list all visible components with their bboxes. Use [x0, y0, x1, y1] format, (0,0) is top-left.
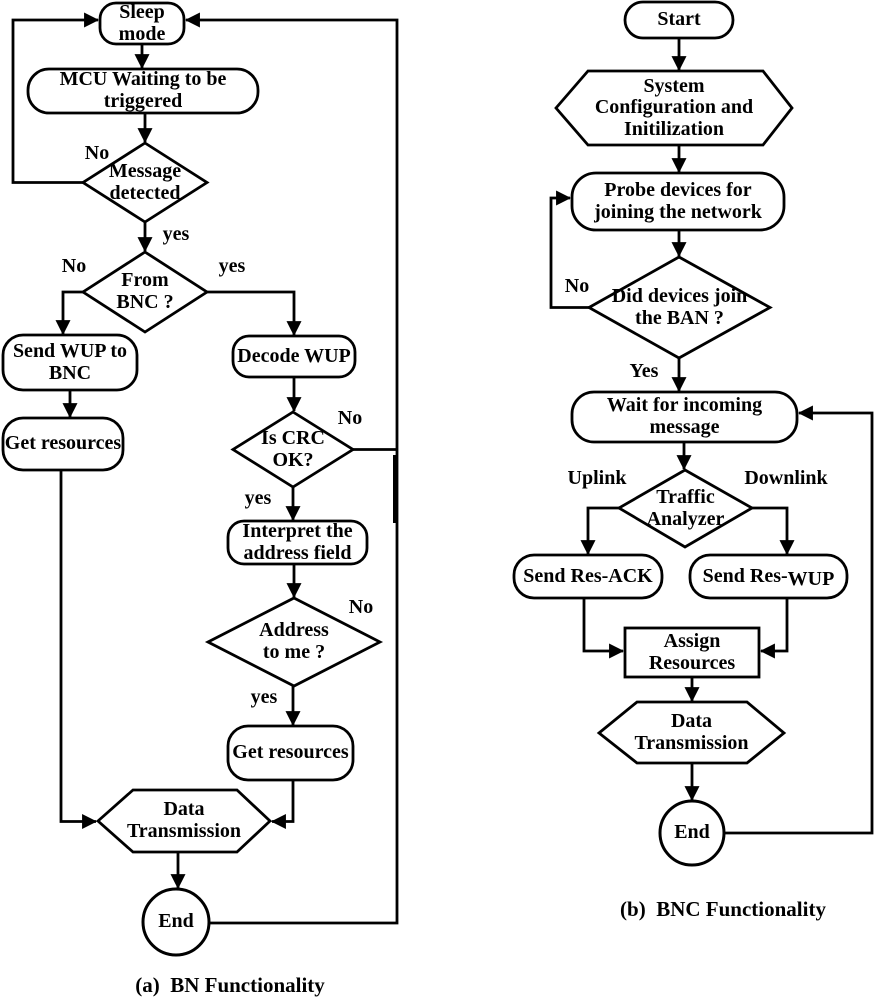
node-a-decode-wup-shape: [231, 334, 357, 379]
node-b-end-shape: [658, 799, 726, 867]
node-a-get-resources-left-shape: [1, 416, 125, 472]
edge-a-getres2-to-hex: [270, 780, 295, 829]
node-b-system-config-shape: [554, 69, 794, 147]
node-a-data-transmission-shape: [95, 788, 273, 854]
node-a-message-detected-shape: [80, 141, 210, 224]
rail-thick-segment: [393, 455, 398, 523]
edge-b-wup-to-assign: [759, 598, 789, 659]
node-a-is-crc-ok-shape: [230, 410, 356, 489]
node-b-send-res-ack-shape: [512, 553, 664, 600]
edge-a-getres-to-hex: [59, 470, 98, 829]
edge-b-ack-to-assign: [582, 598, 625, 659]
node-b-did-join-shape: [586, 255, 773, 360]
node-b-start-shape: [623, 0, 735, 40]
node-a-mcu-waiting-shape: [26, 67, 260, 115]
node-b-send-res-wup-shape: [688, 553, 849, 600]
node-a-end-shape: [141, 887, 211, 957]
node-a-sleep-mode-shape: [98, 1, 186, 46]
node-b-wait-incoming-shape: [570, 390, 799, 444]
node-b-traffic-analyzer-shape: [616, 468, 755, 549]
edge-b-traffic-uplink: [580, 506, 619, 556]
node-a-address-to-me-shape: [204, 596, 384, 688]
node-a-from-bnc-shape: [80, 250, 210, 334]
node-b-assign-resources-shape: [623, 626, 761, 679]
edge-a-message-no-loop: [11, 12, 100, 184]
node-a-get-resources-right-shape: [226, 724, 355, 782]
node-a-interpret-address-shape: [226, 519, 369, 566]
node-a-send-wup-shape: [1, 333, 139, 392]
node-b-data-transmission-shape: [596, 700, 787, 765]
edge-a-frombnc-yes: [207, 290, 302, 337]
node-b-probe-devices-shape: [570, 171, 786, 232]
edge-b-join-no-loop: [549, 190, 589, 309]
edge-a-frombnc-no: [55, 290, 83, 336]
edge-b-end-to-wait-loop: [724, 405, 874, 835]
edge-b-traffic-downlink: [752, 506, 795, 556]
